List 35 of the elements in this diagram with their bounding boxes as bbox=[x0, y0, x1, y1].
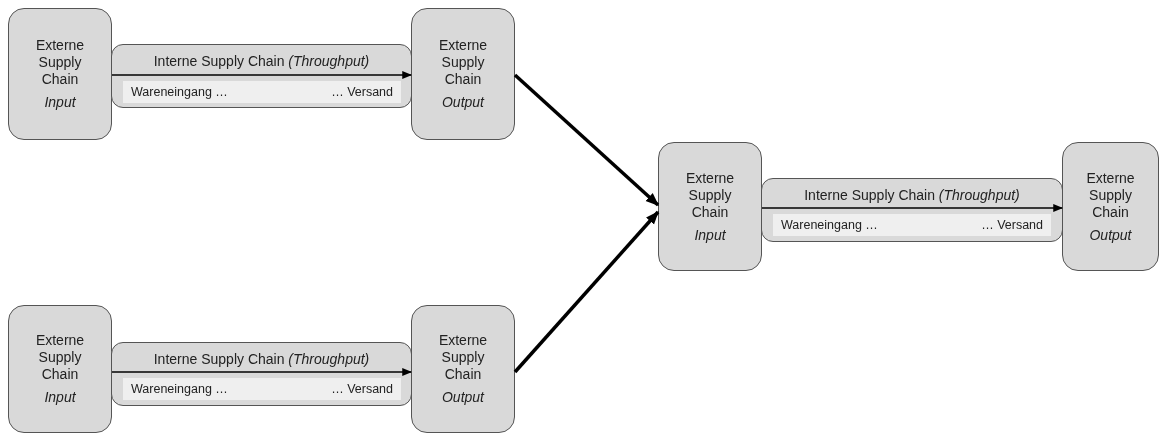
arrow bbox=[761, 204, 1063, 212]
box-label: Externe Supply Chain bbox=[684, 169, 736, 221]
band-label: Interne Supply Chain (Throughput) bbox=[803, 187, 1021, 203]
chain-box bbox=[8, 305, 112, 433]
box-label: Externe Supply Chain bbox=[34, 332, 86, 383]
arrow bbox=[513, 210, 660, 374]
box-label: Externe Supply Chain bbox=[437, 37, 489, 88]
strip-label: Wareneingang … bbox=[131, 85, 228, 99]
box-label: Input bbox=[44, 389, 76, 406]
chain-box bbox=[658, 142, 762, 271]
process-band bbox=[111, 342, 412, 406]
strip-label: Wareneingang … bbox=[781, 218, 878, 232]
box-label: Externe Supply Chain bbox=[1085, 169, 1136, 221]
strip-label: … Versand bbox=[981, 218, 1043, 232]
chain-box bbox=[411, 305, 515, 433]
strip-label: … Versand bbox=[331, 85, 393, 99]
band-label: Interne Supply Chain (Throughput) bbox=[152, 351, 371, 367]
box-label: Externe Supply Chain bbox=[437, 332, 489, 383]
arrow bbox=[111, 368, 412, 376]
chain-box bbox=[8, 8, 112, 140]
strip-label: … Versand bbox=[331, 382, 393, 396]
arrow bbox=[111, 71, 412, 79]
chain-box bbox=[411, 8, 515, 140]
box-label: Input bbox=[694, 226, 726, 244]
strip-label: Wareneingang … bbox=[131, 382, 228, 396]
box-label: Externe Supply Chain bbox=[34, 37, 86, 88]
box-label: Input bbox=[44, 94, 76, 111]
box-label: Output bbox=[442, 94, 484, 111]
process-band bbox=[111, 44, 412, 108]
box-label: Output bbox=[442, 389, 484, 406]
process-band bbox=[761, 178, 1063, 242]
chain-box bbox=[1062, 142, 1159, 271]
arrow bbox=[513, 73, 660, 207]
box-label: Output bbox=[1089, 226, 1132, 244]
band-label: Interne Supply Chain (Throughput) bbox=[152, 53, 371, 69]
